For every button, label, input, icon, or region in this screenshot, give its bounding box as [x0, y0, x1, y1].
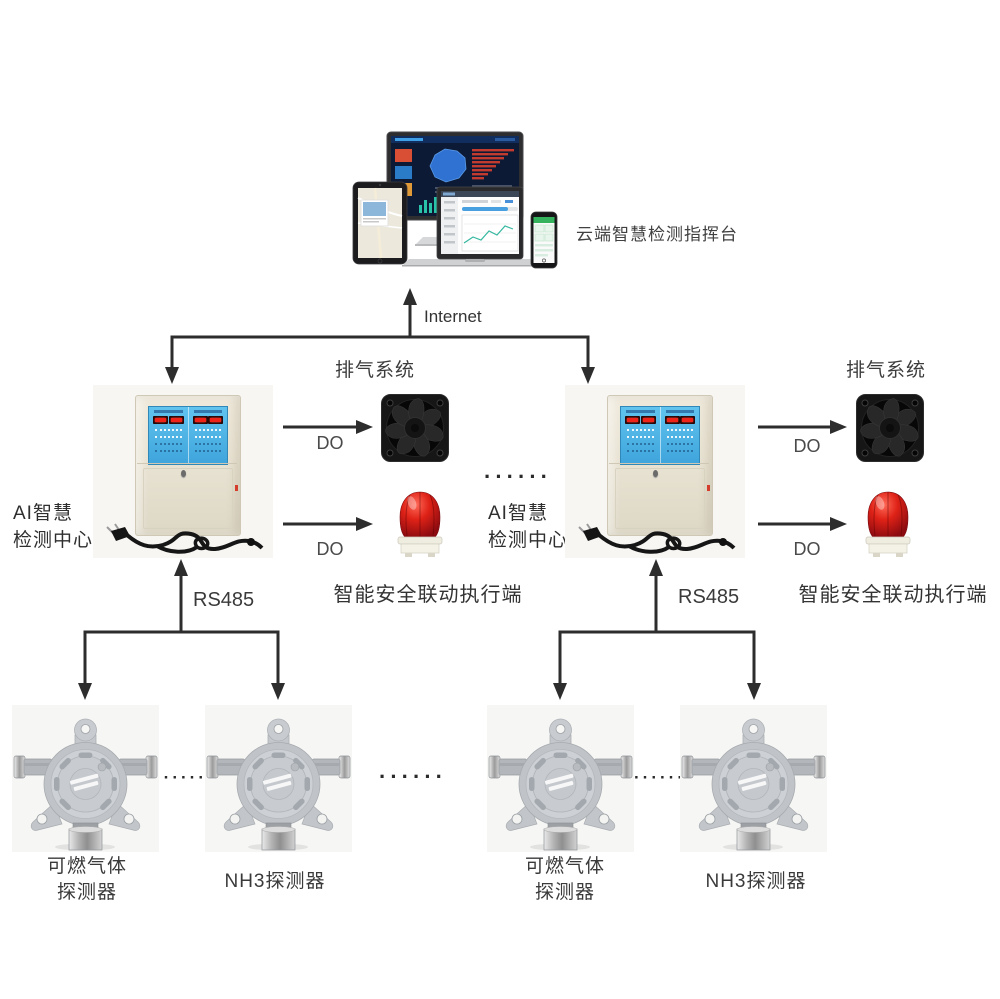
- gas-detector-3: [487, 705, 634, 852]
- panel-lock: [181, 470, 186, 477]
- led-display: [192, 416, 208, 424]
- led-display: [208, 416, 223, 424]
- alarm-beacon-right: [865, 491, 911, 557]
- panel-door: [615, 468, 705, 529]
- ai-center-label-left-line2: 检测中心: [13, 530, 94, 551]
- ellipsis-detectors-middle: ······: [379, 764, 447, 789]
- tablet-icon: [352, 181, 408, 265]
- exhaust-system-label-left: 排气系统: [334, 360, 416, 381]
- actuator-label-left: 智能安全联动执行端: [333, 584, 523, 606]
- power-cord: [106, 523, 264, 554]
- do-label-left-beacon: DO: [316, 539, 344, 559]
- ellipsis-top: ······: [484, 464, 552, 489]
- led-display: [640, 416, 656, 424]
- panel-door: [143, 468, 233, 529]
- nh3-detector-label-right: NH3探测器: [705, 871, 807, 892]
- cloud-devices-illustration: [352, 131, 558, 269]
- nh3-detector-label-left: NH3探测器: [224, 871, 326, 892]
- control-panel-right: [565, 385, 745, 558]
- ai-center-label-left: AI智慧 检测中心: [13, 500, 93, 554]
- ai-center-label-right: AI智慧 检测中心: [488, 500, 568, 554]
- led-display: [153, 416, 168, 424]
- ai-center-label-right-line1: AI智慧: [488, 503, 548, 524]
- combustible-detector-label-right: 可燃气体 探测器: [505, 854, 625, 906]
- smartphone-icon: [530, 211, 558, 269]
- power-cord: [578, 523, 736, 554]
- ellipsis-detectors-right: ······: [634, 768, 686, 787]
- exhaust-fan-right: [856, 394, 924, 462]
- alarm-beacon-left: [397, 491, 443, 557]
- do-label-right-beacon: DO: [793, 539, 821, 559]
- ellipsis-detectors-left: ······: [155, 768, 207, 787]
- led-display: [625, 416, 640, 424]
- led-display: [680, 416, 695, 424]
- panel-display-screen: [620, 406, 700, 465]
- panel-display-screen: [148, 406, 228, 465]
- panel-lock: [653, 470, 658, 477]
- rs485-label-left: RS485: [193, 589, 255, 611]
- laptop-icon: [402, 186, 548, 267]
- gas-detector-4: [680, 705, 827, 852]
- gas-detector-2: [205, 705, 352, 852]
- combustible-label-left-line2: 探测器: [56, 882, 117, 903]
- gas-detector-1: [12, 705, 159, 852]
- led-display: [664, 416, 680, 424]
- internet-label: Internet: [424, 307, 482, 326]
- do-label-right-fan: DO: [793, 436, 821, 456]
- combustible-detector-label-left: 可燃气体 探测器: [27, 854, 147, 906]
- control-panel-left: [93, 385, 273, 558]
- combustible-label-left-line1: 可燃气体: [46, 856, 127, 877]
- exhaust-fan-left: [381, 394, 449, 462]
- combustible-label-right-line1: 可燃气体: [524, 856, 605, 877]
- exhaust-system-label-right: 排气系统: [845, 360, 927, 381]
- combustible-label-right-line2: 探测器: [534, 882, 595, 903]
- ai-center-label-left-line1: AI智慧: [13, 503, 73, 524]
- cloud-platform-label: 云端智慧检测指挥台: [576, 225, 738, 244]
- rs485-label-right: RS485: [678, 586, 740, 608]
- do-label-left-fan: DO: [316, 433, 344, 453]
- actuator-label-right: 智能安全联动执行端: [798, 584, 988, 606]
- ai-center-label-right-line2: 检测中心: [488, 530, 569, 551]
- led-display: [168, 416, 184, 424]
